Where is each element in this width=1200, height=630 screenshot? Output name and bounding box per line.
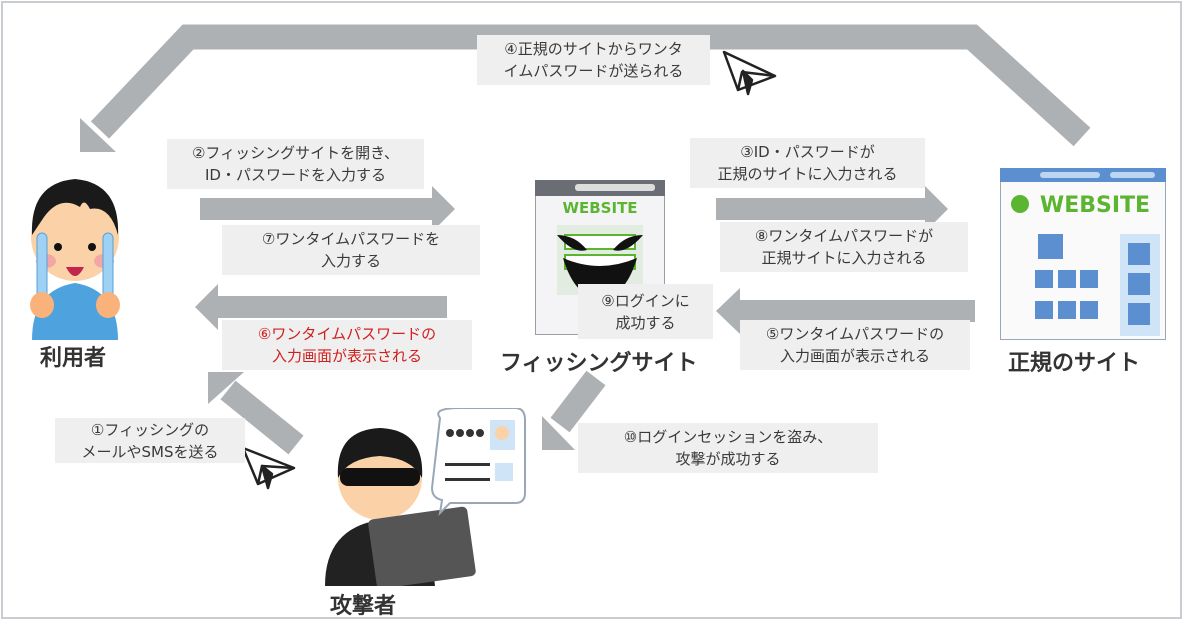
step-7-line-1: ⑦ワンタイムパスワードを (261, 230, 441, 248)
step-7-box: ⑦ワンタイムパスワードを入力する (222, 225, 480, 275)
step-6-line-2: 入力画面が表示される (271, 347, 422, 365)
step-7-line-2: 入力する (320, 252, 381, 270)
step-4-line-1: ④正規のサイトからワンタ (504, 40, 683, 58)
step-5-line-2: 入力画面が表示される (779, 347, 930, 365)
arrow-step2 (200, 198, 440, 220)
phishing-site-logo: WEBSITE (562, 199, 637, 217)
step-2-box: ②フィッシングサイトを開き、 ID・パスワードを入力する (167, 139, 424, 189)
arrow-step5 (737, 300, 975, 322)
step-3-line-2: 正規のサイトに入力される (717, 165, 898, 183)
attacker-illustration (325, 408, 526, 586)
step-5-box: ⑤ワンタイムパスワードの入力画面が表示される (740, 320, 970, 370)
step-9-line-1: ⑨ログインに (601, 291, 690, 310)
legit-site-logo: WEBSITE (1040, 193, 1150, 218)
step-8-line-2: 正規サイトに入力される (761, 249, 927, 267)
step-3-box: ③ID・パスワードが正規のサイトに入力される (690, 138, 925, 188)
legit-site-label: 正規のサイト (1008, 351, 1141, 376)
legit-site-illustration: WEBSITE (1000, 168, 1166, 340)
arrow-step3 (716, 198, 930, 220)
step-8-box: ⑧ワンタイムパスワードが正規サイトに入力される (720, 222, 968, 272)
user-label: 利用者 (40, 346, 107, 371)
step-6-line-1: ⑥ワンタイムパスワードの (257, 325, 437, 343)
arrow-step4-head (80, 118, 116, 152)
step-10-box: ⑩ログインセッションを盗み、攻撃が成功する (578, 423, 878, 473)
step-2-line-2: ID・パスワードを入力する (205, 166, 386, 184)
arrow-step6 (215, 296, 447, 318)
step-10-line-2: 攻撃が成功する (675, 450, 781, 468)
step-5-line-1: ⑤ワンタイムパスワードの (765, 325, 945, 343)
step-1-box: ①フィッシングのメールやSMSを送る (55, 418, 245, 463)
step-9-line-2: 成功する (615, 313, 676, 332)
step-9-box: ⑨ログインに成功する (578, 284, 713, 339)
arrow-step1 (220, 380, 304, 455)
step-3-line-1: ③ID・パスワードが (740, 143, 875, 161)
paper-plane-icon (722, 50, 777, 96)
step-4-line-2: イムパスワードが送られる (503, 62, 684, 80)
step-10-line-1: ⑩ログインセッションを盗み、 (623, 428, 833, 446)
arrow-step10 (550, 370, 606, 433)
step-4-box: ④正規のサイトからワンタイムパスワードが送られる (477, 35, 710, 85)
step-1-line-1: ①フィッシングの (90, 420, 210, 439)
attacker-label: 攻撃者 (330, 594, 397, 619)
step-2-line-1: ②フィッシングサイトを開き、 (191, 144, 400, 162)
paper-plane-icon (241, 446, 296, 490)
user-illustration (30, 179, 120, 340)
step-6-box: ⑥ワンタイムパスワードの入力画面が表示される (222, 320, 472, 370)
step-8-line-1: ⑧ワンタイムパスワードが (754, 227, 934, 245)
frame (1, 1, 1182, 619)
step-1-line-2: メールやSMSを送る (81, 442, 219, 461)
phishing-site-label: フィッシングサイト (500, 351, 698, 376)
